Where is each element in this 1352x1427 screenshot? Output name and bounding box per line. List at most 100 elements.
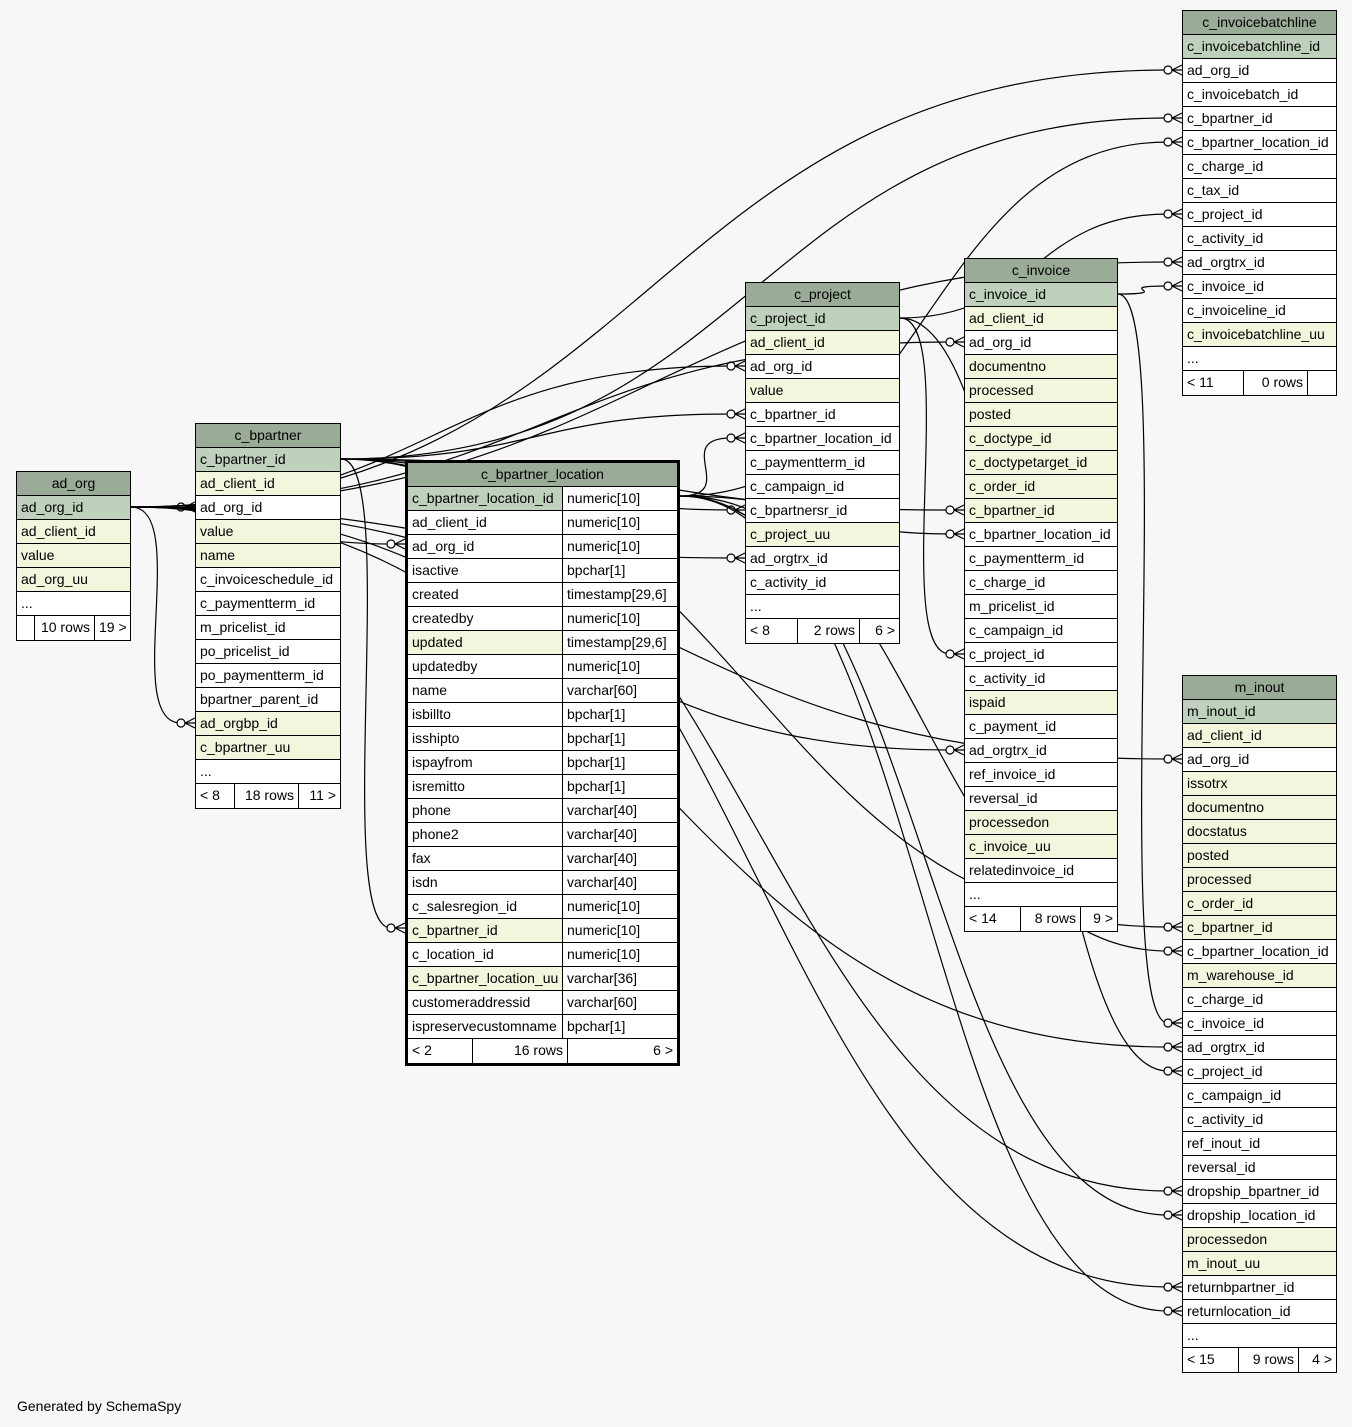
column-row[interactable]: ad_org_id [17,496,130,520]
column-row[interactable]: c_bpartner_location_id [746,427,899,451]
column-row[interactable]: c_activity_id [1183,227,1336,251]
column-row[interactable]: c_order_id [1183,892,1336,916]
column-row[interactable]: c_payment_id [965,715,1117,739]
children-link[interactable]: 6 > [567,1039,677,1063]
column-row[interactable]: c_bpartner_uu [196,736,340,760]
column-row[interactable]: c_paymentterm_id [965,547,1117,571]
children-link[interactable]: 19 > [94,616,130,640]
column-row[interactable]: c_invoicebatch_id [1183,83,1336,107]
column-row[interactable]: ispaid [965,691,1117,715]
column-row[interactable]: c_activity_id [1183,1108,1336,1132]
parents-link[interactable]: < 11 [1187,374,1214,390]
column-row[interactable]: c_campaign_id [1183,1084,1336,1108]
column-row[interactable]: ref_inout_id [1183,1132,1336,1156]
column-row[interactable]: name [196,544,340,568]
column-row[interactable]: value [17,544,130,568]
column-row[interactable]: ad_org_uu [17,568,130,592]
column-row[interactable]: c_doctype_id [965,427,1117,451]
column-row[interactable]: reversal_id [965,787,1117,811]
column-row[interactable]: ... [196,760,340,784]
column-row[interactable]: c_charge_id [1183,988,1336,1012]
column-row[interactable]: c_project_id [965,643,1117,667]
column-row[interactable]: ad_client_id [17,520,130,544]
column-row[interactable]: ad_orgbp_id [196,712,340,736]
children-link[interactable]: 6 > [859,619,899,643]
column-row[interactable]: c_bpartner_id [1183,107,1336,131]
column-row[interactable]: relatedinvoice_id [965,859,1117,883]
column-row[interactable]: c_project_id [746,307,899,331]
column-row[interactable]: ad_org_id [1183,59,1336,83]
parents-link[interactable]: < 8 [750,622,770,638]
column-row[interactable]: c_bpartner_location_id [1183,131,1336,155]
column-row[interactable]: c_invoice_uu [965,835,1117,859]
column-row[interactable]: ref_invoice_id [965,763,1117,787]
column-row[interactable]: ... [1183,347,1336,371]
column-row[interactable]: m_pricelist_id [965,595,1117,619]
column-row[interactable]: m_pricelist_id [196,616,340,640]
column-row[interactable]: docstatus [1183,820,1336,844]
column-row[interactable]: c_invoicebatchline_id [1183,35,1336,59]
column-row[interactable]: c_invoice_id [965,283,1117,307]
column-row[interactable]: ... [17,592,130,616]
column-row[interactable]: c_paymentterm_id [746,451,899,475]
column-row[interactable]: ad_orgtrx_id [1183,251,1336,275]
column-row[interactable]: c_bpartner_id [1183,916,1336,940]
column-row[interactable]: ... [1183,1324,1336,1348]
column-row[interactable]: po_paymentterm_id [196,664,340,688]
column-row[interactable]: documentno [1183,796,1336,820]
column-row[interactable]: c_doctypetarget_id [965,451,1117,475]
column-row[interactable]: c_tax_id [1183,179,1336,203]
column-row[interactable]: c_invoiceline_id [1183,299,1336,323]
column-row[interactable]: m_inout_uu [1183,1252,1336,1276]
column-row[interactable]: documentno [965,355,1117,379]
column-row[interactable]: bpartner_parent_id [196,688,340,712]
parents-link[interactable]: < 15 [1187,1351,1215,1367]
column-row[interactable]: c_project_id [1183,203,1336,227]
column-row[interactable]: posted [965,403,1117,427]
parents-link[interactable] [17,616,34,640]
column-row[interactable]: c_invoiceschedule_id [196,568,340,592]
column-row[interactable]: c_bpartner_id [746,403,899,427]
parents-link[interactable]: < 14 [969,910,997,926]
column-row[interactable]: posted [1183,844,1336,868]
parents-link[interactable]: < 2 [412,1042,432,1058]
column-row[interactable]: ad_org_id [746,355,899,379]
column-row[interactable]: c_activity_id [746,571,899,595]
children-link[interactable]: 11 > [298,784,340,808]
column-row[interactable]: c_paymentterm_id [196,592,340,616]
children-link[interactable] [1307,371,1336,395]
column-row[interactable]: ... [746,595,899,619]
column-row[interactable]: c_bpartner_id [196,448,340,472]
column-row[interactable]: processed [1183,868,1336,892]
column-row[interactable]: m_inout_id [1183,700,1336,724]
column-row[interactable]: ad_org_id [965,331,1117,355]
children-link[interactable]: 9 > [1080,907,1117,931]
column-row[interactable]: c_invoice_id [1183,1012,1336,1036]
column-row[interactable]: dropship_bpartner_id [1183,1180,1336,1204]
column-row[interactable]: reversal_id [1183,1156,1336,1180]
